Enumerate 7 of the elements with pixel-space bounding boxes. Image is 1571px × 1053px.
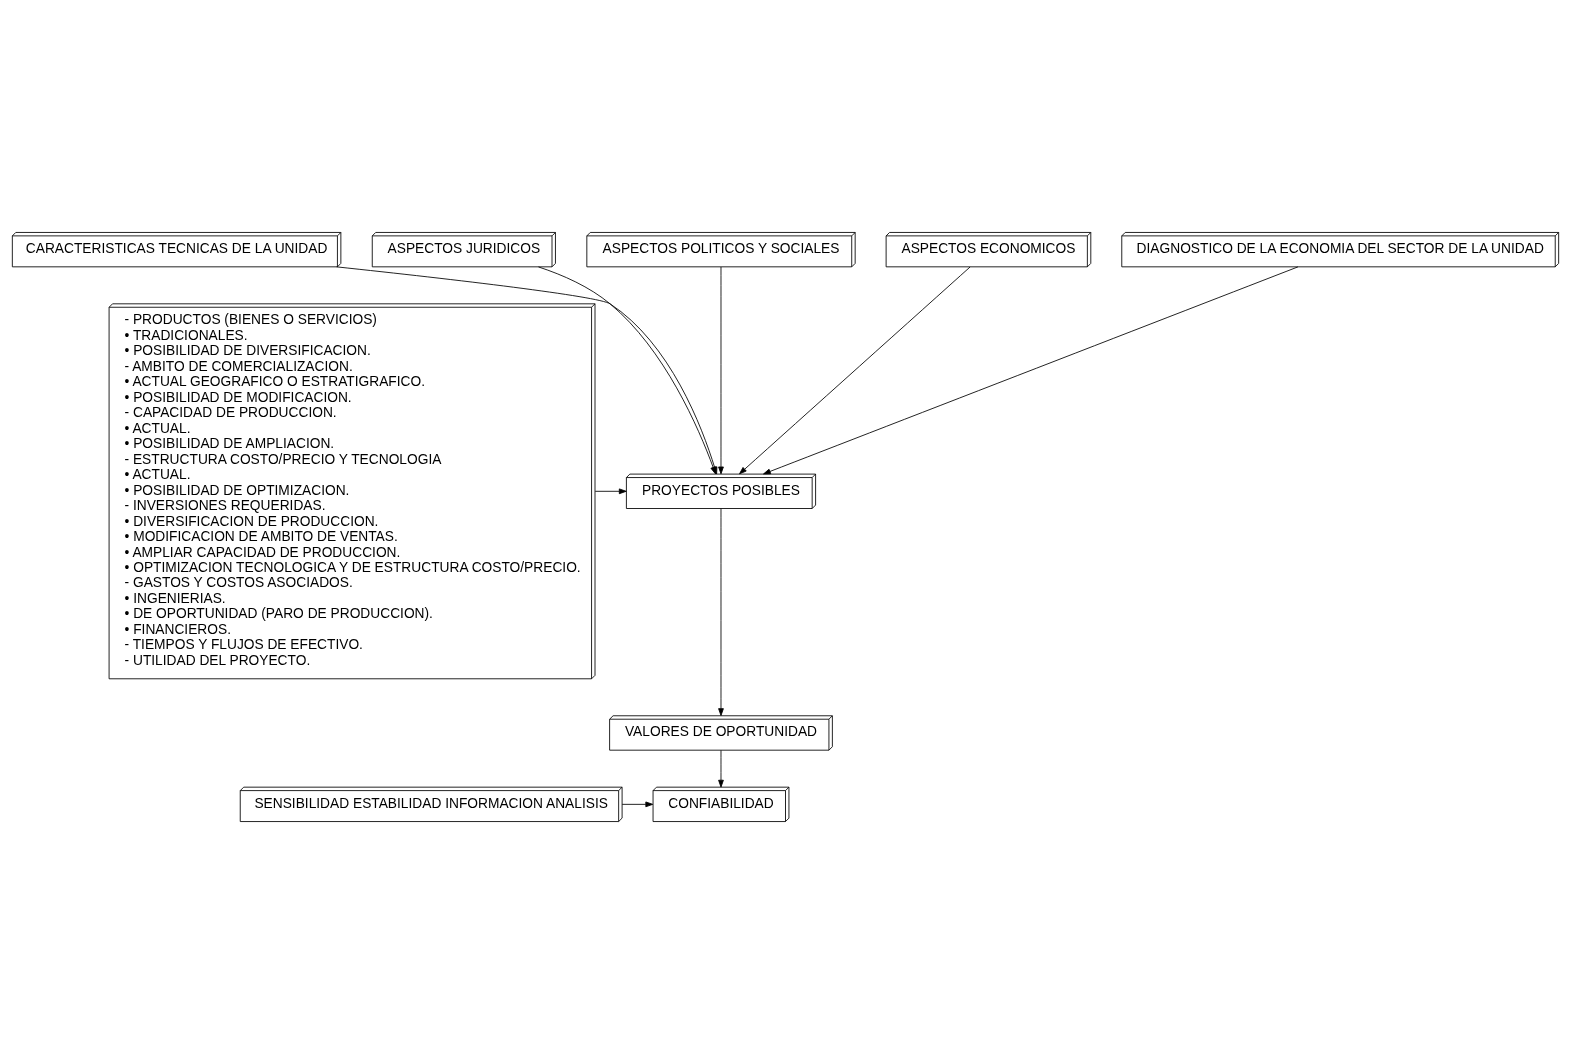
arrow <box>594 487 627 494</box>
arrow <box>718 507 724 716</box>
arrow <box>763 265 1299 474</box>
arrow <box>621 801 654 807</box>
arrow <box>739 266 971 474</box>
arrow <box>718 266 724 474</box>
arrow <box>718 749 724 788</box>
